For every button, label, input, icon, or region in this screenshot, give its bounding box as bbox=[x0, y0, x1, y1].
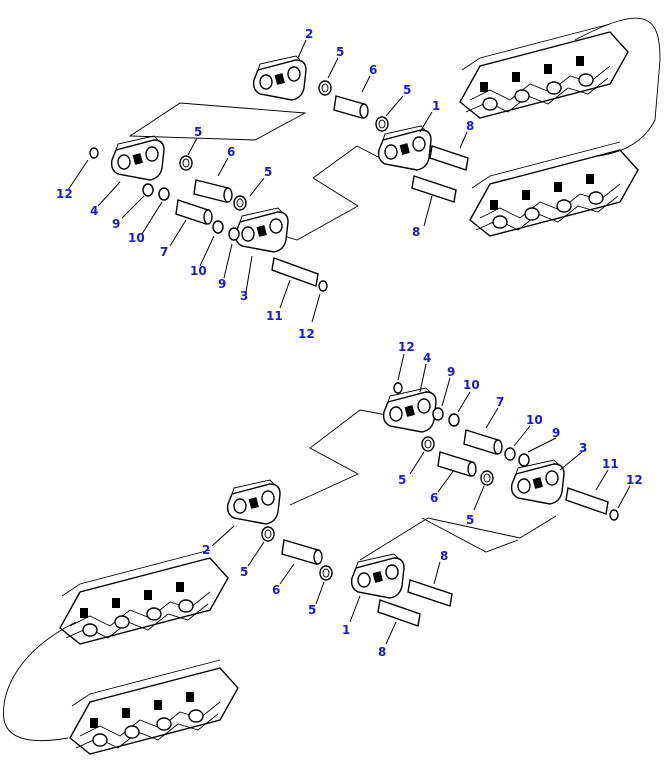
top-ring-10a bbox=[158, 187, 170, 201]
callout-9-top-b: 9 bbox=[218, 277, 226, 291]
top-seal-5d bbox=[233, 195, 247, 211]
bottom-link-1 bbox=[350, 553, 405, 599]
callout-12-top-a: 12 bbox=[56, 187, 73, 201]
bottom-guide-frame-upper bbox=[289, 409, 393, 506]
callout-10-bottom-b: 10 bbox=[526, 413, 543, 427]
bottom-link-4 bbox=[382, 387, 437, 433]
callout-2-top: 2 bbox=[305, 27, 313, 41]
callout-6-top-b: 6 bbox=[227, 145, 235, 159]
top-bushing-6b bbox=[193, 179, 233, 203]
bottom-snap-ring-12b bbox=[609, 509, 619, 521]
callout-5-top-b: 5 bbox=[403, 83, 411, 97]
bottom-track-chain-upper bbox=[59, 549, 229, 645]
top-pin-8a bbox=[429, 145, 469, 171]
callout-5-bottom-c: 5 bbox=[240, 565, 248, 579]
callout-7-bottom: 7 bbox=[496, 395, 504, 409]
top-pin-8b bbox=[411, 175, 457, 203]
bottom-washer-9a bbox=[432, 407, 444, 421]
callout-9-bottom-a: 9 bbox=[447, 365, 455, 379]
callout-8-top-b: 8 bbox=[412, 225, 420, 239]
callout-1-top: 1 bbox=[432, 99, 440, 113]
bottom-seal-5d bbox=[319, 565, 333, 581]
bottom-seal-5c bbox=[261, 526, 275, 542]
bottom-washer-9b bbox=[518, 453, 530, 467]
callout-1-bottom: 1 bbox=[342, 623, 350, 637]
top-link-3 bbox=[234, 207, 289, 253]
callout-6-bottom-a: 6 bbox=[430, 491, 438, 505]
callout-10-top-a: 10 bbox=[128, 231, 145, 245]
top-bushing-6a bbox=[333, 95, 369, 119]
bottom-snap-ring-12a bbox=[393, 382, 403, 394]
top-pin-11 bbox=[271, 257, 319, 287]
callout-7-top: 7 bbox=[160, 245, 168, 259]
callout-5-bottom-a: 5 bbox=[398, 473, 406, 487]
callout-8-top-a: 8 bbox=[466, 119, 474, 133]
top-ring-10b bbox=[212, 220, 224, 234]
bottom-pin-11 bbox=[565, 487, 609, 515]
callout-10-top-b: 10 bbox=[190, 264, 207, 278]
top-guide-frame-upper bbox=[128, 102, 307, 141]
top-snap-ring-12a bbox=[89, 147, 99, 159]
bottom-link-3 bbox=[510, 459, 565, 505]
callout-5-bottom-d: 5 bbox=[308, 603, 316, 617]
top-snap-ring-12b bbox=[318, 280, 328, 292]
bottom-pin-8a bbox=[407, 579, 453, 607]
bottom-track-chain-lower bbox=[69, 659, 239, 755]
bottom-bushing-7 bbox=[463, 429, 503, 455]
callout-4-top: 4 bbox=[90, 204, 98, 218]
top-link-2 bbox=[252, 55, 307, 101]
callout-5-top-d: 5 bbox=[264, 165, 272, 179]
callout-11-bottom: 11 bbox=[602, 457, 619, 471]
bottom-link-2 bbox=[226, 479, 281, 525]
top-link-4 bbox=[110, 135, 165, 181]
top-seal-5b bbox=[375, 116, 389, 132]
bottom-ring-10b bbox=[504, 447, 516, 461]
callout-6-bottom-b: 6 bbox=[272, 583, 280, 597]
bottom-guide-frame-lower bbox=[359, 515, 557, 561]
top-bushing-7 bbox=[175, 199, 213, 225]
callout-10-bottom-a: 10 bbox=[463, 378, 480, 392]
top-link-1 bbox=[377, 125, 432, 171]
bottom-track-loop bbox=[3, 621, 77, 742]
callout-3-top: 3 bbox=[240, 289, 248, 303]
callout-12-bottom-b: 12 bbox=[626, 473, 643, 487]
callout-9-top-a: 9 bbox=[112, 217, 120, 231]
top-guide-frame-lower bbox=[271, 145, 385, 241]
callout-4-bottom: 4 bbox=[423, 351, 431, 365]
callout-5-top-a: 5 bbox=[336, 45, 344, 59]
callout-6-top-a: 6 bbox=[369, 63, 377, 77]
callout-3-bottom: 3 bbox=[579, 441, 587, 455]
callout-5-bottom-b: 5 bbox=[466, 513, 474, 527]
bottom-ring-10a bbox=[448, 413, 460, 427]
top-seal-5a bbox=[318, 80, 332, 96]
bottom-bushing-6a bbox=[437, 451, 477, 477]
callout-2-bottom: 2 bbox=[202, 543, 210, 557]
callout-12-bottom-a: 12 bbox=[398, 340, 415, 354]
callout-8-bottom-b: 8 bbox=[378, 645, 386, 659]
top-seal-5c bbox=[179, 155, 193, 171]
top-assembly: 2 5 6 5 1 8 8 5 6 5 12 4 9 10 7 10 9 3 1… bbox=[56, 17, 661, 341]
top-washer-9b bbox=[228, 227, 240, 241]
callout-12-top-b: 12 bbox=[298, 327, 315, 341]
bottom-pin-8b bbox=[377, 599, 421, 627]
top-track-loop bbox=[574, 17, 661, 157]
bottom-seal-5a bbox=[421, 436, 435, 452]
bottom-assembly: 12 4 9 10 7 10 9 3 11 12 5 6 5 2 5 6 5 1… bbox=[3, 340, 643, 755]
callout-11-top: 11 bbox=[266, 309, 283, 323]
callout-5-top-c: 5 bbox=[194, 125, 202, 139]
bottom-seal-5b bbox=[480, 470, 494, 486]
top-washer-9a bbox=[142, 183, 154, 197]
callout-9-bottom-b: 9 bbox=[552, 426, 560, 440]
bottom-bushing-6b bbox=[281, 539, 323, 565]
top-track-chain-lower bbox=[469, 141, 639, 237]
top-track-chain-upper bbox=[459, 23, 629, 119]
callout-8-bottom-a: 8 bbox=[440, 549, 448, 563]
